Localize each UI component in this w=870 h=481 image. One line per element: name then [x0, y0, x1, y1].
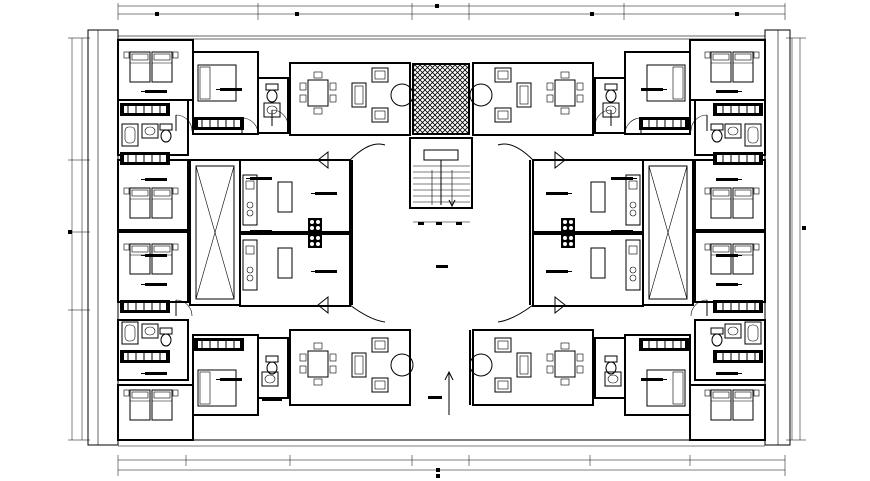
- right-wing: [469, 51, 766, 420]
- central-core: [351, 63, 531, 415]
- dimension-lines: [68, 3, 806, 478]
- left-wing: [117, 51, 414, 420]
